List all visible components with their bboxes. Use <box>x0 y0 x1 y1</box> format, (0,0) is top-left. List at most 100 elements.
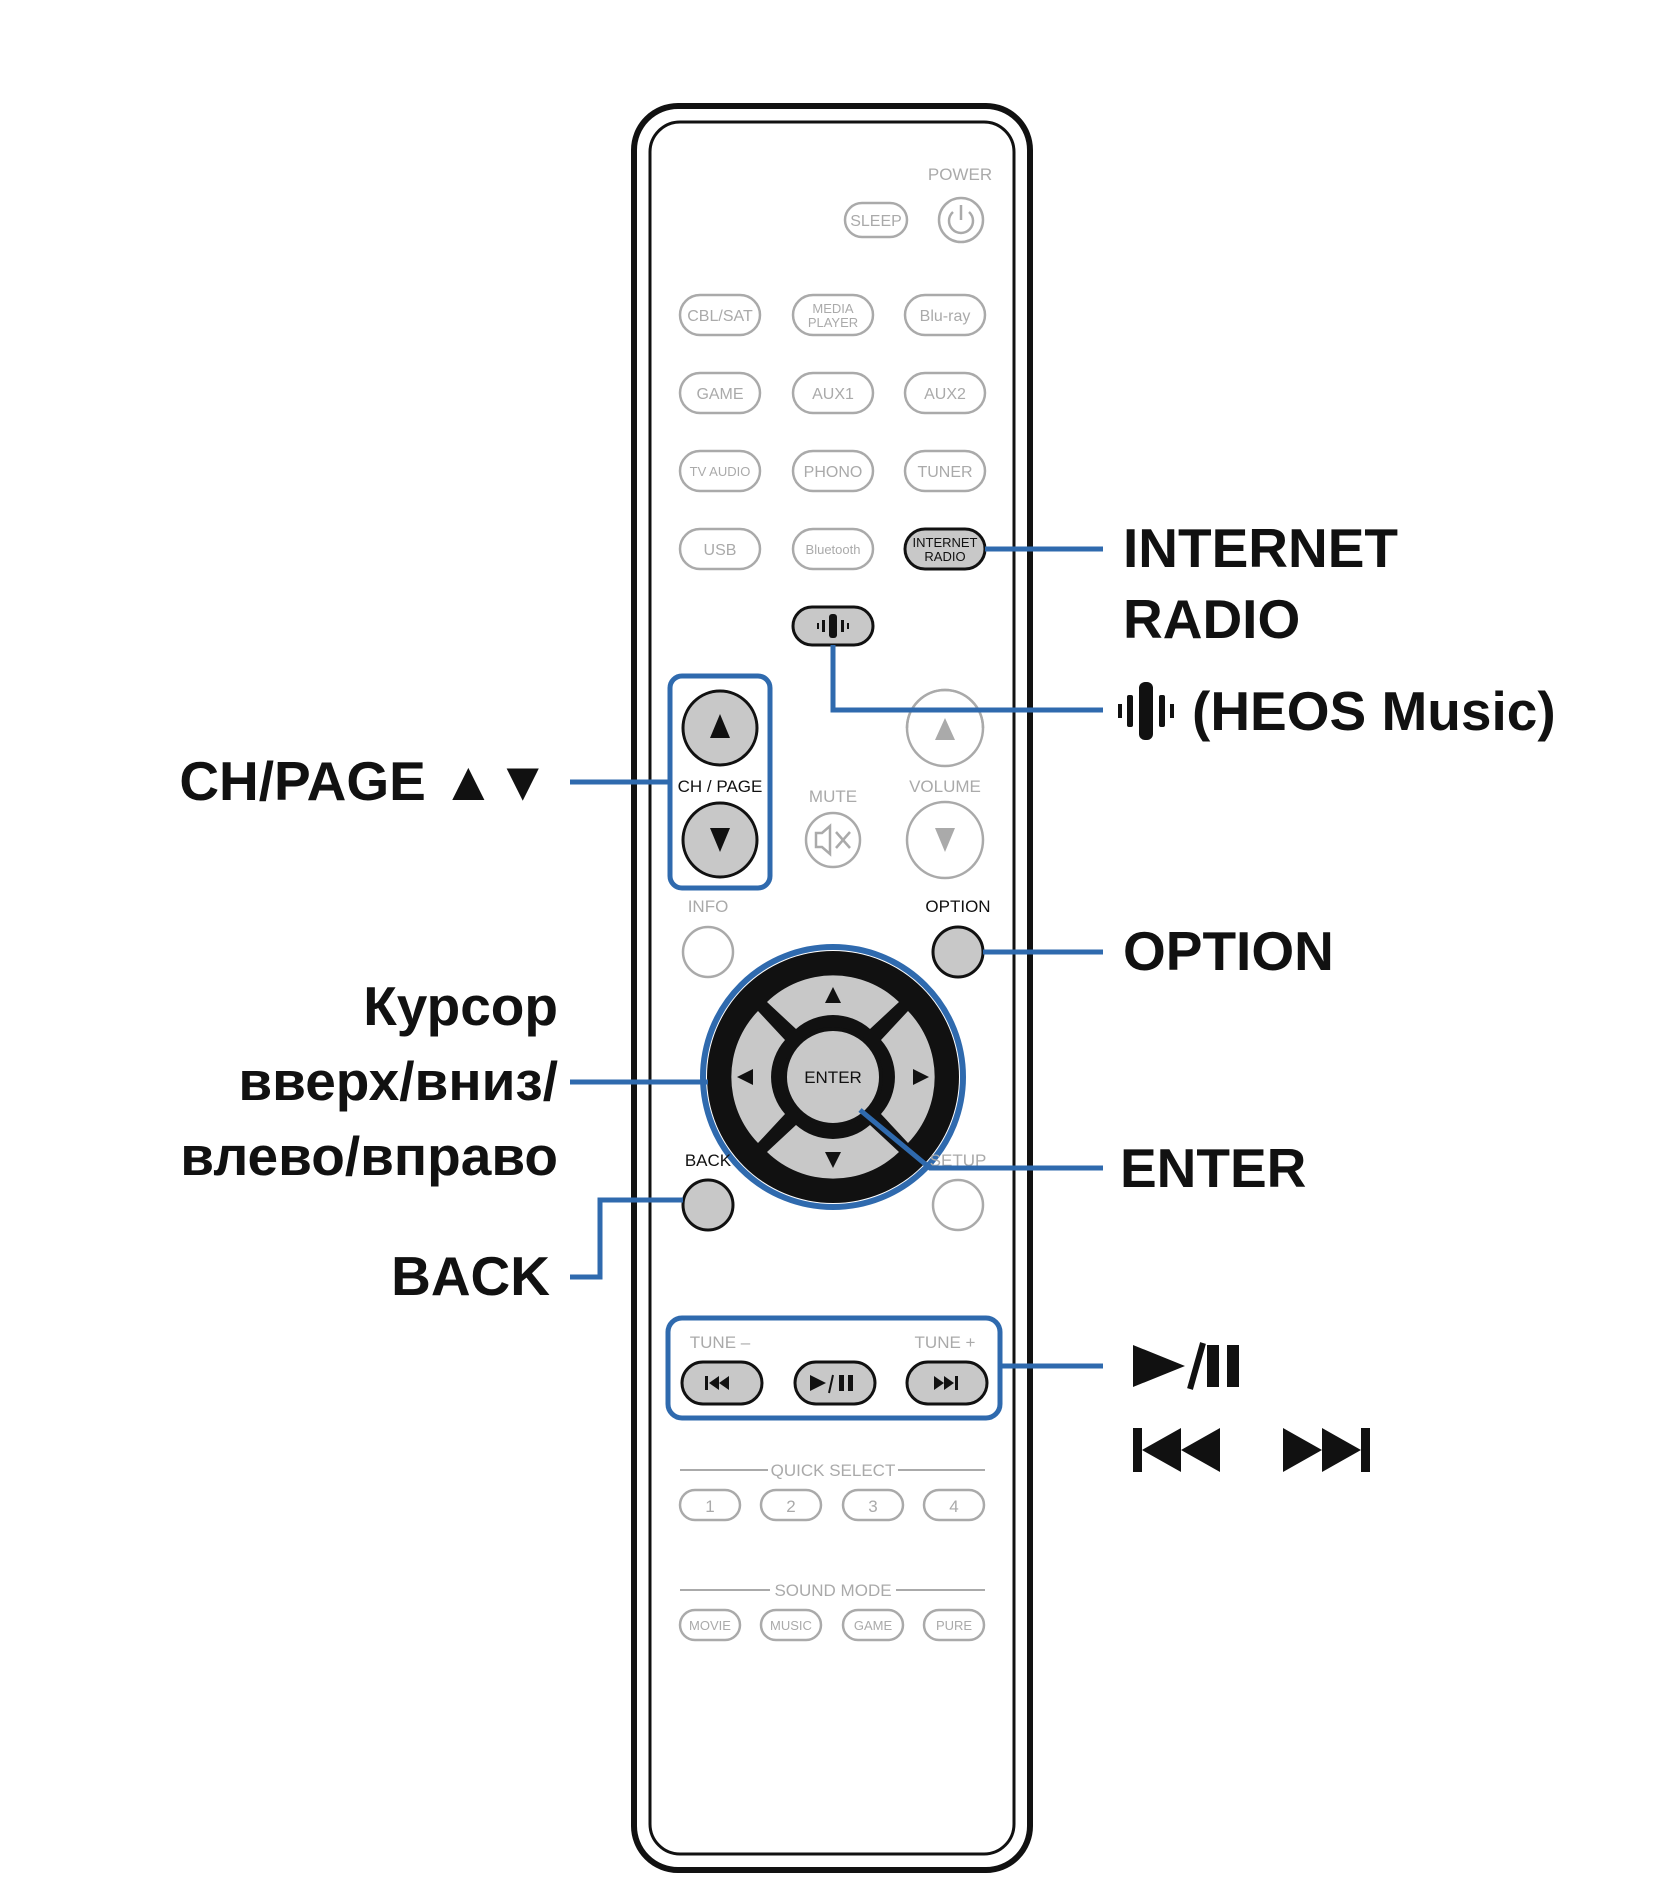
volume-label: VOLUME <box>909 777 981 796</box>
quick-select-4-button[interactable]: 4 <box>922 1488 986 1522</box>
cursor-pad: ENTER <box>707 951 959 1203</box>
media-player-label-1: MEDIA <box>812 301 854 316</box>
callout-cursor-3: влево/вправо <box>180 1125 558 1187</box>
power-icon <box>947 205 975 235</box>
callout-internet-radio-2: RADIO <box>1123 588 1300 650</box>
pure-mode-label: PURE <box>936 1618 972 1633</box>
play-pause-icon <box>810 1374 853 1394</box>
callout-cursor-2: вверх/вниз/ <box>238 1050 558 1112</box>
heos-line <box>830 645 1103 713</box>
setup-button[interactable] <box>931 1178 985 1232</box>
tuner-label: TUNER <box>917 464 972 481</box>
triangle-left-icon <box>737 1069 753 1085</box>
quick-select-1-label: 1 <box>705 1497 714 1516</box>
usb-button[interactable]: USB <box>678 527 762 571</box>
mute-button[interactable] <box>804 811 862 869</box>
phono-label: PHONO <box>804 464 863 481</box>
enter-button[interactable]: ENTER <box>783 1027 883 1127</box>
ch-page-up-button[interactable] <box>681 689 759 767</box>
mute-icon <box>814 823 851 857</box>
back-label: BACK <box>685 1151 732 1170</box>
triangle-up-icon <box>935 718 955 740</box>
option-button[interactable] <box>931 925 985 979</box>
quick-select-1-button[interactable]: 1 <box>678 1488 742 1522</box>
info-label: INFO <box>688 897 729 916</box>
sleep-label: SLEEP <box>850 213 902 230</box>
callout-cursor-1: Курсор <box>363 975 558 1037</box>
bluetooth-button[interactable]: Bluetooth <box>791 527 875 571</box>
callout-internet-radio-1: INTERNET <box>1123 517 1398 579</box>
triangle-down-icon <box>710 828 730 852</box>
internet-radio-button[interactable]: INTERNET RADIO <box>903 527 987 571</box>
callout-ch-page: CH/PAGE ▲▼ <box>179 750 550 812</box>
aux2-label: AUX2 <box>924 386 966 403</box>
aux1-label: AUX1 <box>812 386 854 403</box>
tuner-button[interactable]: TUNER <box>903 449 987 493</box>
internet-radio-btn-label-1: INTERNET <box>913 535 978 550</box>
movie-mode-button[interactable]: MOVIE <box>678 1608 742 1642</box>
tv-audio-label: TV AUDIO <box>690 464 751 479</box>
sleep-button[interactable]: SLEEP <box>843 201 909 239</box>
enter-label: ENTER <box>804 1068 862 1087</box>
music-mode-label: MUSIC <box>770 1618 812 1633</box>
quick-select-2-label: 2 <box>786 1497 795 1516</box>
tv-audio-button[interactable]: TV AUDIO <box>678 449 762 493</box>
game-source-button[interactable]: GAME <box>678 371 762 415</box>
sound-mode-section: SOUND MODE <box>680 1581 985 1600</box>
triangle-up-icon <box>825 987 841 1003</box>
aux1-button[interactable]: AUX1 <box>791 371 875 415</box>
tune-plus-label: TUNE + <box>915 1333 976 1352</box>
quick-select-section: QUICK SELECT <box>680 1461 985 1480</box>
callout-back: BACK <box>391 1245 550 1307</box>
music-mode-button[interactable]: MUSIC <box>759 1608 823 1642</box>
game-mode-button[interactable]: GAME <box>841 1608 905 1642</box>
enter-line <box>858 1108 1103 1171</box>
game-source-label: GAME <box>696 386 743 403</box>
quick-select-label: QUICK SELECT <box>771 1461 896 1480</box>
next-track-button[interactable] <box>905 1360 989 1406</box>
triangle-up-icon <box>710 714 730 738</box>
quick-select-2-button[interactable]: 2 <box>759 1488 823 1522</box>
callout-play-pause-icon <box>1133 1342 1239 1390</box>
callout-skip-icon <box>1133 1428 1370 1472</box>
heos-icon <box>817 614 849 638</box>
info-button[interactable] <box>681 925 735 979</box>
cursor-left-button[interactable] <box>731 1011 785 1143</box>
aux2-button[interactable]: AUX2 <box>903 371 987 415</box>
heos-music-button[interactable] <box>791 605 875 647</box>
pure-mode-button[interactable]: PURE <box>922 1608 986 1642</box>
cursor-right-button[interactable] <box>881 1011 935 1143</box>
triangle-right-icon <box>913 1069 929 1085</box>
callout-lines <box>570 546 1103 1369</box>
power-button[interactable] <box>937 196 985 244</box>
mute-label: MUTE <box>809 787 857 806</box>
power-label: POWER <box>928 165 992 184</box>
bluray-label: Blu-ray <box>920 308 971 325</box>
back-button[interactable] <box>681 1178 735 1232</box>
setup-label: SETUP <box>930 1151 987 1170</box>
previous-track-button[interactable] <box>680 1360 764 1406</box>
ch-page-down-button[interactable] <box>681 801 759 879</box>
bluetooth-label: Bluetooth <box>806 542 861 557</box>
cursor-up-button[interactable] <box>767 975 899 1029</box>
quick-select-3-button[interactable]: 3 <box>841 1488 905 1522</box>
triangle-down-icon <box>935 828 955 852</box>
media-player-label-2: PLAYER <box>808 315 858 330</box>
callout-heos-icon <box>1118 682 1174 740</box>
usb-label: USB <box>704 542 737 559</box>
cursor-down-button[interactable] <box>767 1125 899 1179</box>
callout-enter: ENTER <box>1120 1137 1306 1199</box>
bluray-button[interactable]: Blu-ray <box>903 293 987 337</box>
volume-down-button[interactable] <box>905 800 985 880</box>
cbl-sat-button[interactable]: CBL/SAT <box>678 293 762 337</box>
media-player-button[interactable]: MEDIA PLAYER <box>791 293 875 337</box>
sound-mode-label: SOUND MODE <box>774 1581 891 1600</box>
phono-button[interactable]: PHONO <box>791 449 875 493</box>
cursor-highlight <box>700 944 966 1210</box>
movie-mode-label: MOVIE <box>689 1618 731 1633</box>
skip-forward-icon <box>934 1376 958 1390</box>
play-pause-button[interactable] <box>793 1360 877 1406</box>
tune-minus-label: TUNE – <box>690 1333 751 1352</box>
quick-select-4-label: 4 <box>949 1497 958 1516</box>
